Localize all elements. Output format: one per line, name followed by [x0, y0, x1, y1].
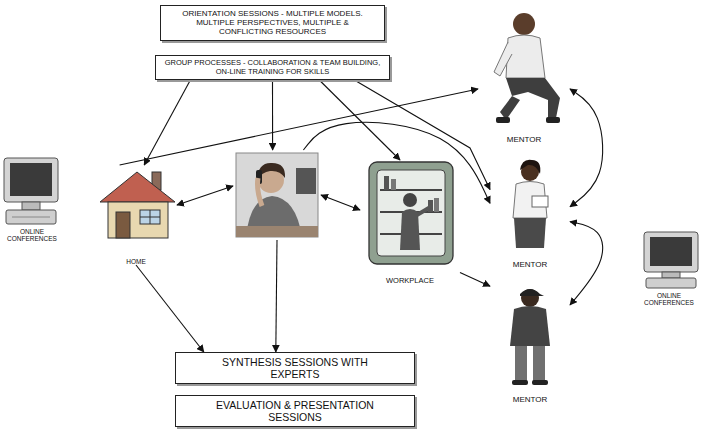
session-box: SYNTHESIS SESSIONS WITH EXPERTS: [175, 352, 415, 384]
workplace-icon: [377, 170, 445, 256]
connector-arrow: [570, 89, 603, 207]
workplace-icon: [369, 162, 453, 264]
mentor-figure: [506, 35, 545, 78]
mentor-figure: [513, 160, 548, 248]
workplace-icon: [417, 206, 432, 215]
house-icon: [140, 210, 160, 224]
connector-arrow: [321, 195, 360, 210]
mentor-figure: MENTOR: [490, 155, 570, 270]
workplace-icon: [384, 176, 389, 190]
computer-icon: [4, 158, 58, 202]
connector-arrow: [120, 89, 478, 165]
learner-photo: [233, 150, 321, 240]
computer-icon: [662, 272, 680, 278]
figure-label: HOME: [126, 258, 146, 265]
workplace-icon: WORKPLACE: [360, 160, 460, 285]
connector-arrow: [276, 240, 277, 352]
computer-icon: [644, 232, 698, 272]
connector-arrow: [144, 80, 190, 165]
workplace-icon: [369, 162, 453, 264]
mentor-figure: [514, 218, 546, 248]
mentor-figure: MENTOR: [490, 280, 570, 405]
box-text: ORIENTATION SESSIONS - MULTIPLE MODELS. …: [169, 9, 376, 37]
workplace-icon: [400, 209, 420, 250]
mentor-figure: [546, 117, 560, 123]
workplace-icon: [391, 179, 396, 190]
house-icon: [116, 212, 130, 238]
mentor-figure: [494, 42, 512, 76]
learner-photo: [296, 168, 316, 194]
connector-arrow: [272, 80, 273, 150]
mentor-figure: [533, 346, 545, 382]
computer-icon: [22, 202, 40, 210]
box-text: EVALUATION & PRESENTATION SESSIONS: [204, 399, 386, 423]
learner-photo: [236, 226, 318, 237]
mentor-figure: [510, 289, 550, 385]
mentor-figure: [512, 380, 528, 385]
computer-icon: [644, 232, 698, 288]
box-text: SYNTHESIS SESSIONS WITH EXPERTS: [204, 356, 386, 380]
workplace-icon: [434, 198, 439, 212]
mentor-figure: [532, 380, 548, 385]
workplace-icon: [380, 189, 442, 191]
mentor-figure: [515, 346, 527, 382]
computer-icon: [650, 237, 692, 266]
mentor-figure: [520, 289, 544, 296]
mentor-figure: [513, 182, 547, 219]
orientation-box: ORIENTATION SESSIONS - MULTIPLE MODELS. …: [160, 5, 385, 41]
computer-icon: [6, 210, 56, 224]
house-icon: [100, 172, 175, 202]
mentor-figure: [520, 160, 540, 174]
connector-arrow: [460, 273, 490, 287]
box-text: GROUP PROCESSES - COLLABORATION & TEAM B…: [164, 59, 381, 76]
connector-arrow: [136, 265, 204, 352]
computer-icon: [12, 217, 50, 218]
home-icon: HOME: [95, 165, 177, 265]
learner-photo: [236, 153, 318, 237]
conference-label: ONLINE CONFERENCES: [1, 228, 63, 242]
connector-arrow: [177, 186, 233, 205]
process-box: GROUP PROCESSES - COLLABORATION & TEAM B…: [155, 55, 390, 80]
mentor-figure: [496, 117, 510, 123]
figure-label: MENTOR: [513, 261, 548, 270]
mentor-figure: [532, 196, 548, 207]
learner-photo: [236, 153, 318, 237]
figure-label: WORKPLACE: [386, 277, 434, 285]
connector-arrow: [570, 222, 603, 305]
learner-photo: [258, 178, 263, 206]
conference-label: ONLINE CONFERENCES: [638, 292, 700, 306]
mentor-figure: [510, 306, 550, 346]
mentor-figure: [513, 13, 535, 35]
house-icon: [108, 202, 168, 238]
session-box: EVALUATION & PRESENTATION SESSIONS: [175, 395, 415, 427]
workplace-icon: [403, 193, 417, 207]
house-icon: [140, 217, 160, 218]
computer-icon: [646, 278, 696, 288]
figure-label: MENTOR: [513, 396, 548, 405]
mentor-figure: MENTOR: [478, 5, 570, 145]
mentor-figure: [500, 96, 520, 120]
connector-arrow: [355, 80, 490, 189]
connector-arrow: [303, 122, 490, 203]
computer-icon: [10, 163, 52, 196]
figure-label: MENTOR: [507, 136, 542, 145]
house-icon: [100, 172, 175, 238]
mentor-figure: [494, 13, 560, 123]
computer-icon: [4, 158, 58, 224]
